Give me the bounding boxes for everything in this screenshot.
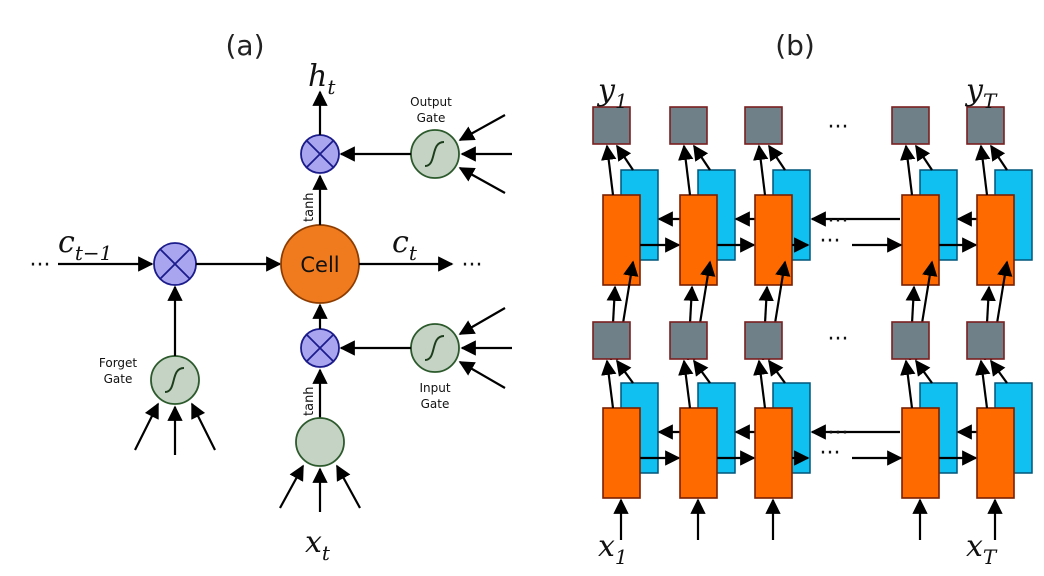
input-gate-label-2: Gate — [421, 397, 450, 411]
input-gate-label-1: Input — [419, 381, 450, 395]
forward-lstm-block — [976, 194, 1015, 286]
sigmoid-curve-icon — [424, 141, 445, 167]
forward-to-output-arrow — [678, 359, 694, 409]
forward-lstm-block — [976, 407, 1015, 499]
forward-lstm-block — [679, 407, 718, 499]
output-box — [744, 321, 783, 360]
candidate-in-arrow-left — [279, 464, 304, 509]
output-box — [669, 321, 708, 360]
x-label: xt — [305, 525, 331, 565]
output-gate-node — [410, 129, 460, 179]
input-multiply-node — [300, 328, 340, 368]
candidate-node — [295, 417, 345, 467]
output-box — [744, 106, 783, 145]
output-gate-label-1: Output — [410, 95, 452, 109]
backward-to-output-arrow — [990, 359, 1008, 384]
forward-lstm-block — [602, 194, 641, 286]
backward-to-output-arrow — [915, 359, 933, 384]
input-in-arrow-bottom — [458, 361, 506, 389]
upper-backward-ellipsis: ··· — [828, 209, 849, 234]
forward-lstm-block — [754, 407, 793, 499]
cprev-label: ct−1 — [58, 225, 112, 265]
lower-backward-ellipsis: ··· — [828, 421, 849, 446]
mid-gap-ellipsis: ··· — [828, 327, 849, 352]
cell-node: Cell — [280, 224, 360, 304]
forward-lstm-block — [901, 407, 940, 499]
backward-to-output-arrow — [768, 359, 786, 384]
forward-lstm-block — [602, 407, 641, 499]
forward-to-output-arrow — [678, 144, 694, 196]
y-last-label: yT — [964, 73, 998, 113]
backward-to-output-arrow — [616, 144, 634, 171]
forget-in-arrow-left — [134, 402, 159, 451]
panel-b-caption: (b) — [775, 29, 815, 62]
forward-to-output-arrow — [601, 359, 617, 409]
output-box — [592, 321, 631, 360]
forget-multiply-node — [153, 242, 197, 286]
output-multiply-node — [300, 134, 340, 174]
x-last-label: xT — [966, 529, 998, 569]
forget-gate-label-2: Gate — [104, 372, 133, 386]
tanh-lower-label: tanh — [302, 386, 317, 416]
input-in-arrow-top — [458, 307, 506, 335]
forward-to-output-arrow — [900, 359, 916, 409]
output-box — [966, 106, 1005, 145]
output-gate-label-2: Gate — [417, 111, 446, 125]
upper-forward-ellipsis: ··· — [820, 229, 841, 254]
forward-to-output-arrow — [975, 144, 991, 196]
forward-to-output-arrow — [601, 144, 617, 196]
panel-b: (b) y1 yT x1 xT ··· ··· ··· ··· ··· ··· — [592, 29, 1033, 569]
forward-to-output-arrow — [753, 359, 769, 409]
forget-in-arrow-right — [191, 402, 216, 451]
left-ellipsis: ··· — [30, 253, 51, 278]
forward-lstm-block — [754, 194, 793, 286]
forward-to-output-arrow — [753, 144, 769, 196]
forward-to-output-arrow — [900, 144, 916, 196]
backward-to-output-arrow — [915, 144, 933, 171]
panel-a: (a) ··· ct−1 Forget Gate Cell ct ··· — [30, 29, 512, 565]
backward-to-output-arrow — [616, 359, 634, 384]
x-first-label: x1 — [598, 529, 628, 569]
output-box — [669, 106, 708, 145]
output-box — [966, 321, 1005, 360]
output-in-arrow-bottom — [458, 167, 506, 194]
backward-to-output-arrow — [693, 359, 711, 384]
input-gate-node — [410, 323, 460, 373]
y-first-label: y1 — [596, 73, 628, 113]
sigmoid-curve-icon — [164, 367, 185, 393]
candidate-in-arrow-right — [336, 464, 361, 509]
forget-gate-label-1: Forget — [99, 356, 138, 370]
sigmoid-curve-icon — [424, 335, 445, 361]
output-box — [592, 106, 631, 145]
backward-to-output-arrow — [693, 144, 711, 171]
forward-lstm-block — [901, 194, 940, 286]
forward-lstm-block — [679, 194, 718, 286]
output-in-arrow-top — [458, 114, 506, 141]
tanh-upper-label: tanh — [302, 192, 317, 222]
top-gap-ellipsis: ··· — [828, 115, 849, 140]
h-label: ht — [308, 59, 336, 99]
lower-forward-ellipsis: ··· — [820, 441, 841, 466]
output-box — [891, 106, 930, 145]
forward-to-output-arrow — [975, 359, 991, 409]
forget-gate-node — [150, 355, 200, 405]
backward-to-output-arrow — [768, 144, 786, 171]
output-box — [891, 321, 930, 360]
right-ellipsis: ··· — [462, 253, 483, 278]
cell-label: Cell — [300, 253, 339, 277]
bidirectional-layers — [592, 106, 1033, 540]
backward-to-output-arrow — [990, 144, 1008, 171]
panel-a-caption: (a) — [225, 29, 264, 62]
c-label: ct — [392, 225, 418, 265]
